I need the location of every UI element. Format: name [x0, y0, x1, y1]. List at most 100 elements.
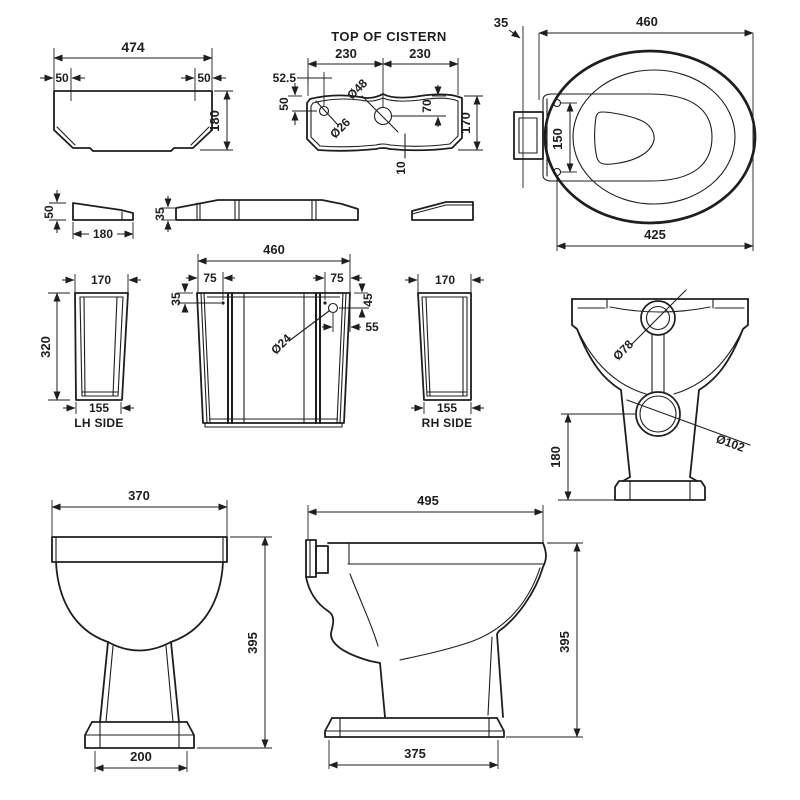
rh-side-outline: [417, 292, 472, 401]
dim-cistern-inset-right: 75: [330, 271, 344, 285]
dim-hinge-centres: 150: [550, 128, 565, 150]
view-pan-rear: Ø78 Ø102 180: [548, 289, 751, 501]
lid-front-outline: [53, 90, 213, 152]
view-lid-side: 50 180: [42, 190, 134, 241]
view-cistern-top-part: [361, 95, 399, 133]
hinge-hole-bottom: [552, 167, 562, 177]
dim-cistern-top-left-half: 230: [335, 46, 357, 61]
dim-lh-height: 320: [38, 336, 53, 358]
lid-side-outline: [72, 202, 134, 221]
view-cistern-lid-front-part: [56, 126, 76, 146]
dim-cistern-top-depth: 170: [458, 112, 473, 134]
view-pan-front-part: [165, 645, 174, 723]
dim-hole-inset: 55: [365, 320, 379, 334]
dim-rh-top-width: 170: [435, 273, 455, 287]
view-cistern-top: TOP OF CISTERN 230 230 52.5 50 Ø48 Ø26 7…: [273, 29, 483, 175]
view-cistern-front-part: [336, 292, 344, 424]
view-cistern-lid-front-part: [190, 126, 210, 146]
pan-rear-right-outline: [689, 298, 749, 482]
pedestal-left: [99, 641, 109, 723]
view-cistern-front: 460 75 75 35 Ø24 45: [169, 242, 379, 428]
view-cistern-lid-front: 474 50 50 180: [40, 39, 233, 152]
inlet-spreader-inner: [645, 305, 671, 331]
lh-side-outline: [74, 292, 129, 401]
dim-cistern-top-hole-x: 52.5: [273, 71, 297, 85]
view-cistern-top-part: [310, 97, 459, 148]
dim-lh-base-width: 155: [89, 401, 109, 415]
cistern-top-outline: [306, 93, 463, 152]
label-rh-side: RH SIDE: [422, 416, 473, 430]
hinge-bracket: [513, 111, 544, 160]
lid-front-small-outline: [175, 199, 359, 221]
fixing-point-left: [221, 301, 225, 305]
dim-outlet-dia: Ø102: [714, 432, 747, 455]
dim-cistern-front-width: 460: [263, 242, 285, 257]
dim-cistern-top-hole-y: 50: [277, 97, 291, 111]
inlet-spreader-outer: [640, 300, 676, 336]
dim-cistern-top-right-half: 230: [409, 46, 431, 61]
view-lh-side-part: [83, 296, 86, 397]
dim-seat-overall-length: 460: [636, 14, 658, 29]
view-rh-side-part: [425, 296, 431, 397]
label-lh-side: LH SIDE: [74, 416, 123, 430]
hinge-hole-top: [552, 98, 562, 108]
view-lid-end-part: [411, 204, 474, 215]
view-seat-top-part: [508, 29, 521, 39]
flush-boss: [315, 545, 329, 574]
fill-valve-hole: [318, 105, 330, 117]
dim-lid-front-inset-left: 50: [55, 71, 69, 85]
bowl-left: [55, 561, 109, 643]
view-cistern-front-part: [203, 292, 211, 424]
dim-flush-offset-y: 70: [420, 99, 434, 113]
view-pan-front-part: [105, 645, 114, 723]
pedestal-right: [170, 641, 180, 723]
dim-pan-side-height: 395: [557, 631, 572, 653]
dim-cistern-inset-left: 75: [203, 271, 217, 285]
plinth-outline: [84, 721, 195, 749]
dim-seat-wall-gap: 35: [494, 15, 508, 30]
view-cistern-front-part: [288, 310, 330, 342]
view-cistern-front-part: [339, 292, 347, 424]
flush-spud: [305, 539, 317, 578]
dim-lid-front-height: 180: [207, 110, 222, 132]
view-pan-side-part: [349, 573, 379, 647]
dim-cistern-top-recess: 10: [394, 161, 408, 175]
pan-side-right-profile: [496, 542, 547, 718]
pan-side-trap-profile: [305, 576, 386, 718]
overflow-hole: [327, 302, 339, 314]
dim-lid-side-depth: 180: [93, 227, 113, 241]
fixing-point-right: [323, 301, 327, 305]
pan-rear-left-outline: [571, 298, 631, 482]
dim-pan-front-height: 395: [245, 632, 260, 654]
pan-rear-base: [614, 480, 706, 501]
view-lid-end: [411, 201, 474, 221]
dim-seat-length: 425: [644, 227, 666, 242]
view-cistern-top-part: [315, 100, 339, 126]
cistern-front-outline: [196, 292, 351, 424]
flush-valve-hole: [373, 106, 393, 126]
dim-lid-front-inset-right: 50: [197, 71, 211, 85]
view-pan-rear-part: [626, 399, 751, 446]
pan-front-rim: [51, 536, 228, 563]
seat-lid-outline: [543, 49, 757, 225]
dim-pan-side-base: 375: [404, 746, 426, 761]
dim-fill-hole-dia: Ø26: [327, 115, 353, 141]
dim-outlet-height: 180: [548, 446, 563, 468]
view-seat-top: 35 460 150 425: [494, 14, 757, 251]
view-lid-front-small: 35: [153, 196, 359, 232]
lid-end-outline: [411, 201, 474, 221]
seat-ring-footprint: [542, 93, 713, 182]
dim-pan-side-depth: 495: [417, 493, 439, 508]
pan-side-plinth: [324, 717, 505, 738]
view-cistern-front-part: [200, 292, 208, 424]
view-rh-side-part: [421, 296, 468, 397]
dim-inlet-dia: Ø78: [610, 337, 636, 363]
view-lh-side-part: [112, 296, 118, 397]
dim-hole-dia: Ø24: [268, 331, 294, 357]
view-pan-rear-part: [577, 330, 647, 395]
dim-lid-front-small-height: 35: [153, 207, 167, 221]
view-lh-side-part: [79, 296, 124, 397]
dim-pan-front-base: 200: [130, 749, 152, 764]
